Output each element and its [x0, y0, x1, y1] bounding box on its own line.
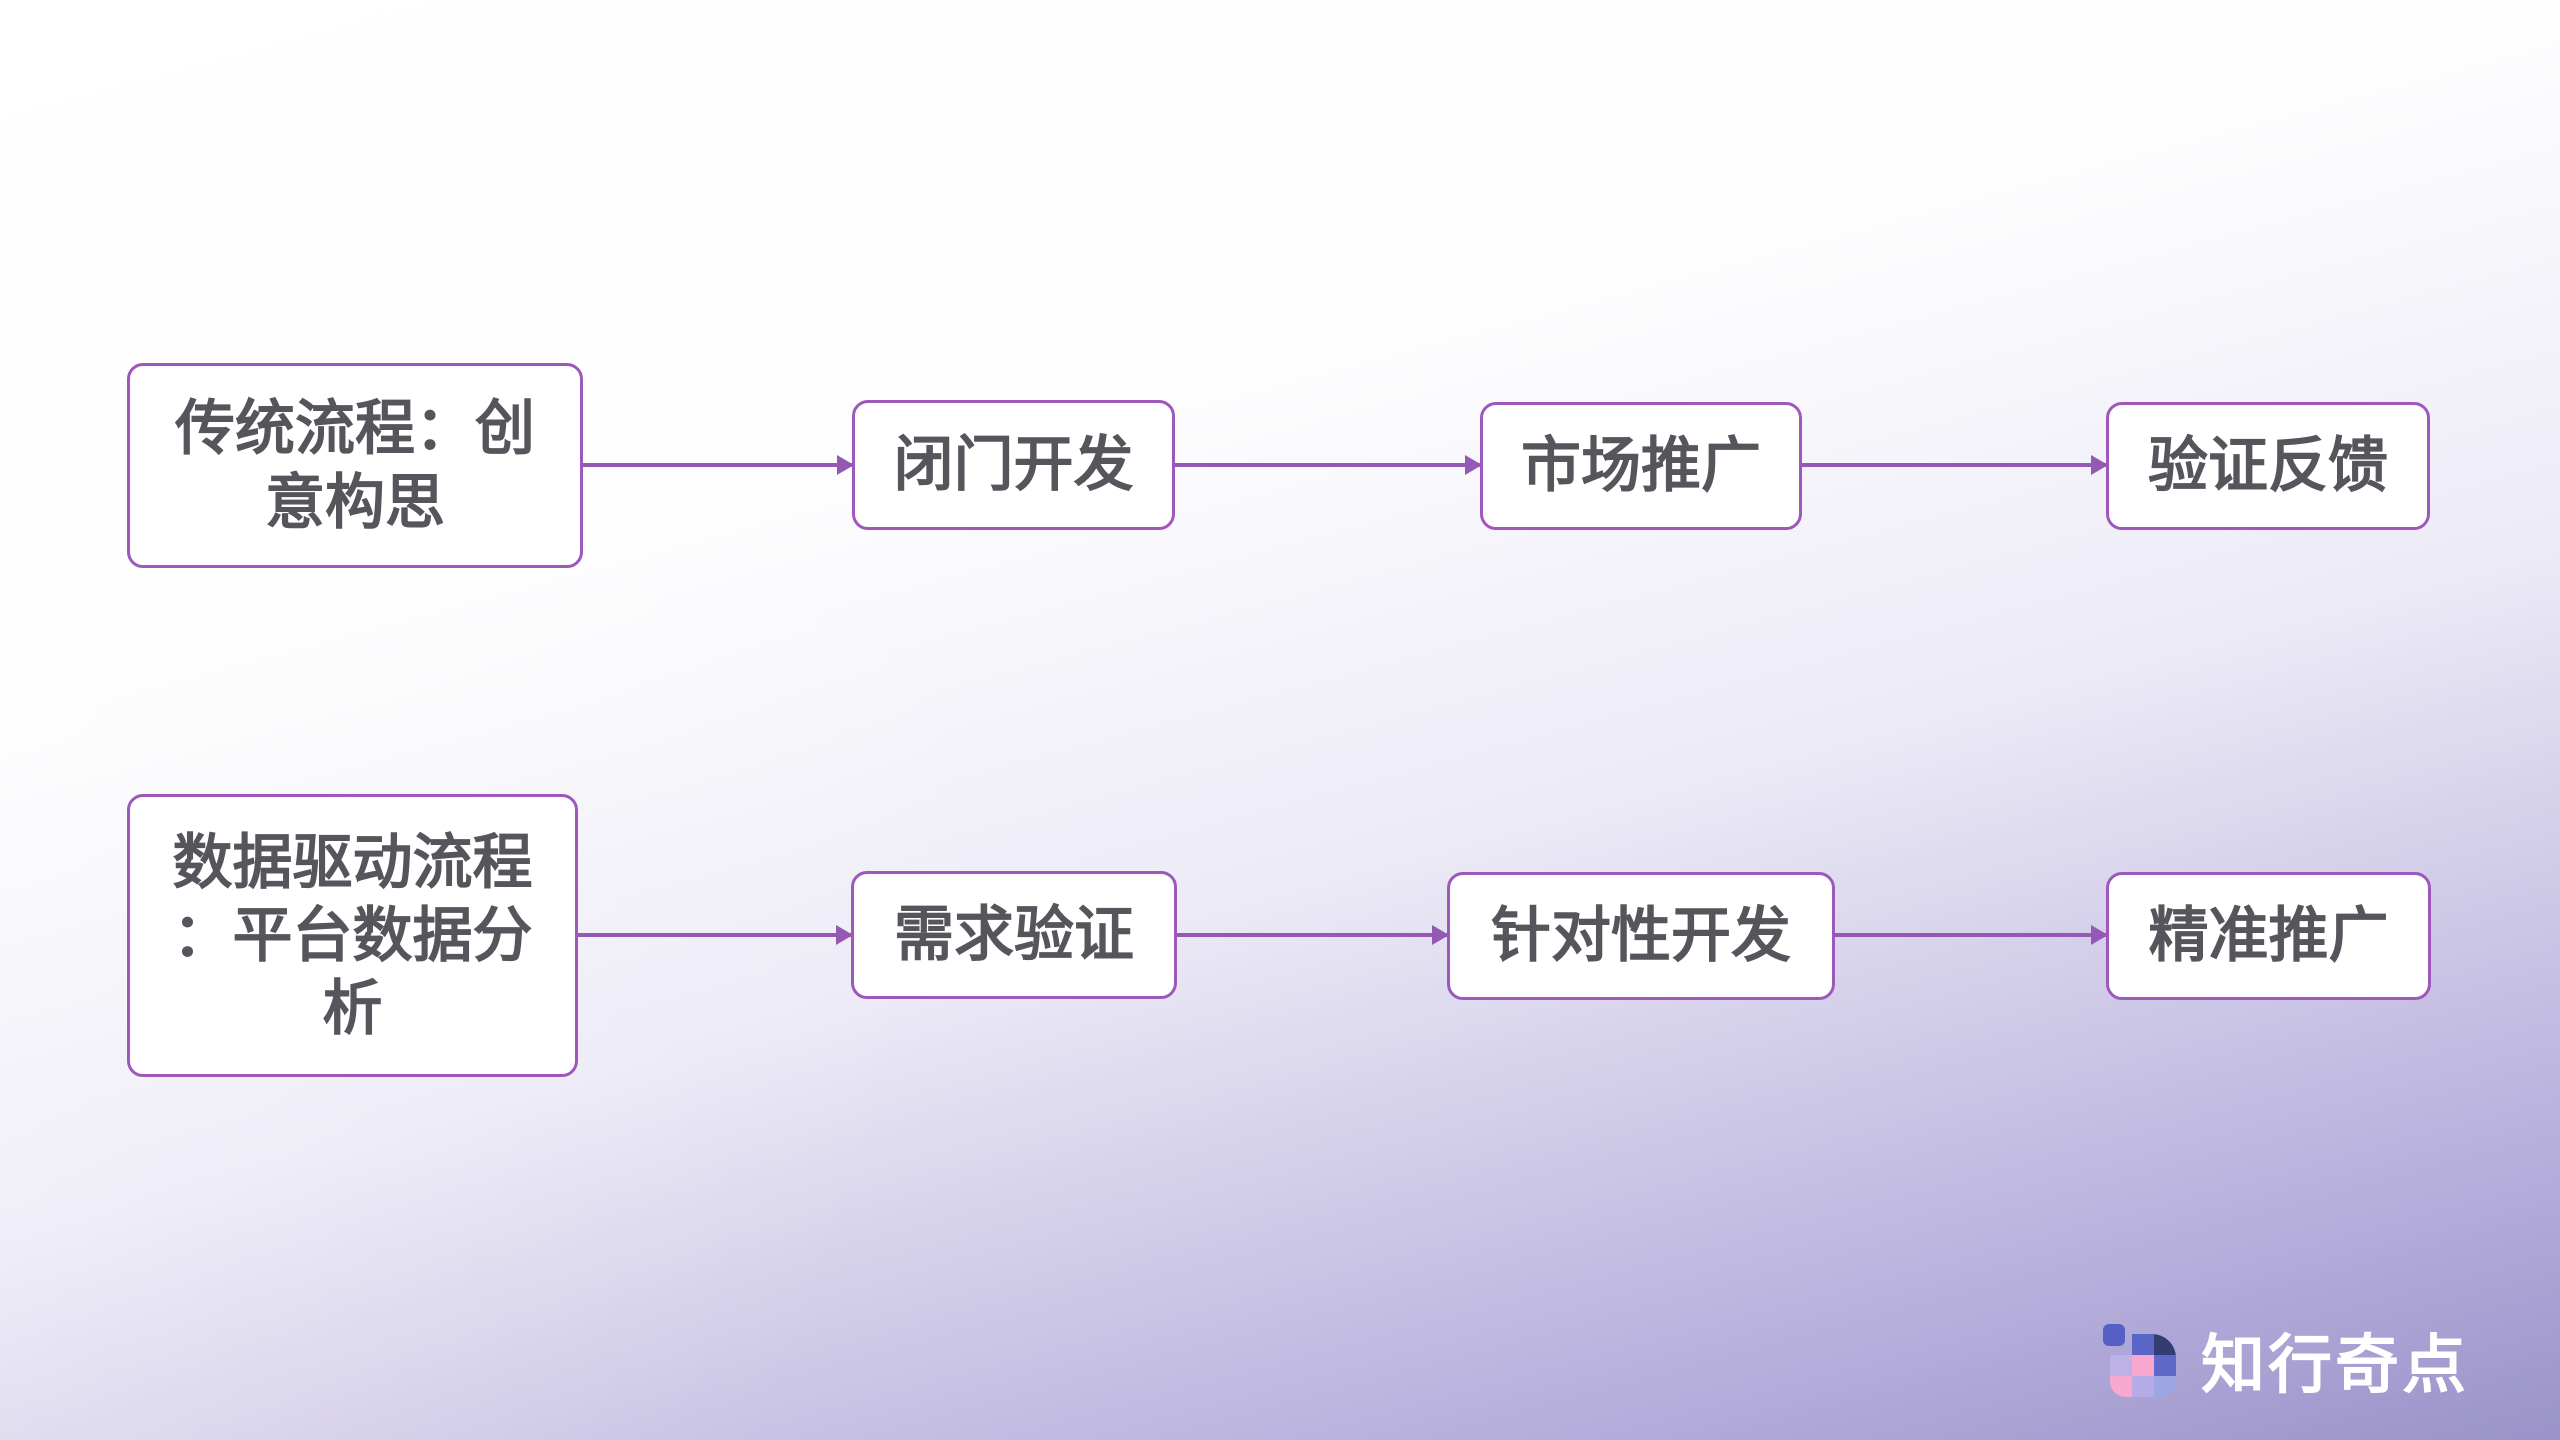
logo-tile: [2132, 1334, 2154, 1355]
arrow-ideation-to-development: [583, 455, 854, 475]
arrow-promotion-to-feedback: [1802, 455, 2108, 475]
arrow-validation-to-targeted-dev: [1177, 925, 1449, 945]
node-label: 数据驱动流程 ：平台数据分 析: [172, 828, 533, 1043]
logo-tile: [2154, 1355, 2176, 1376]
brand-logo: 知行奇点: [2103, 1314, 2469, 1406]
logo-tile: [2110, 1355, 2132, 1376]
node-label: 闭门开发: [893, 431, 1134, 499]
logo-tile: [2110, 1376, 2132, 1397]
node-demand-validation: 需求验证: [851, 871, 1177, 999]
node-closed-door-development: 闭门开发: [852, 400, 1175, 530]
node-validation-feedback: 验证反馈: [2106, 402, 2430, 530]
logo-tile-grid: [2110, 1334, 2176, 1397]
node-label: 精准推广: [2148, 902, 2389, 970]
node-targeted-development: 针对性开发: [1447, 872, 1835, 1000]
node-market-promotion: 市场推广: [1480, 402, 1802, 530]
arrow-targeted-dev-to-precise-promo: [1835, 925, 2108, 945]
logo-tile: [2154, 1376, 2176, 1397]
logo-tile: [2132, 1376, 2154, 1397]
node-precise-promotion: 精准推广: [2106, 872, 2431, 1000]
arrow-analysis-to-validation: [578, 925, 853, 945]
logo-tile: [2154, 1334, 2176, 1355]
arrow-development-to-promotion: [1175, 455, 1482, 475]
logo-tile: [2132, 1355, 2154, 1376]
logo-tile-empty: [2110, 1334, 2132, 1355]
node-label: 针对性开发: [1491, 902, 1791, 970]
node-label: 需求验证: [894, 901, 1134, 969]
brand-logo-icon: [2103, 1322, 2179, 1398]
brand-logo-text: 知行奇点: [2201, 1329, 2469, 1401]
node-traditional-ideation: 传统流程：创 意构思: [127, 363, 583, 568]
logo-corner-tile: [2103, 1324, 2125, 1346]
node-platform-data-analysis: 数据驱动流程 ：平台数据分 析: [127, 794, 578, 1077]
node-label: 传统流程：创 意构思: [175, 395, 535, 536]
node-label: 验证反馈: [2148, 432, 2388, 500]
node-label: 市场推广: [1521, 432, 1761, 500]
